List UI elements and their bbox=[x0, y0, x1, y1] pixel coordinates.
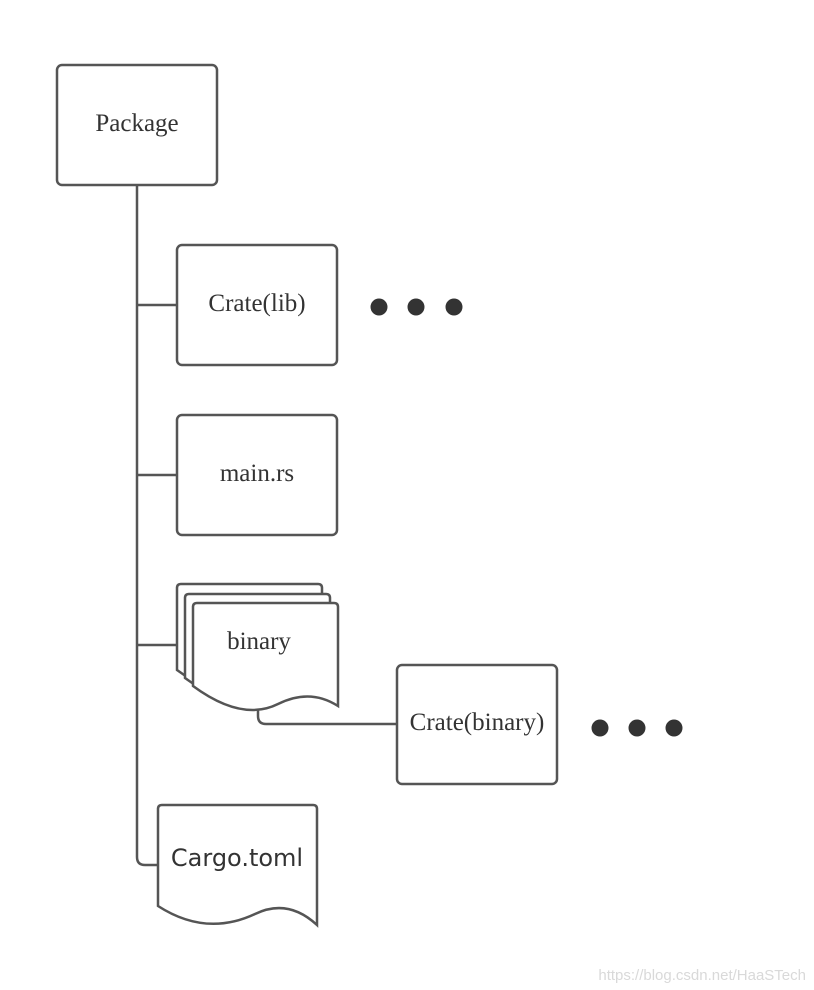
main-rs-label: main.rs bbox=[220, 460, 294, 487]
main-rs-box bbox=[175, 413, 339, 537]
crate-binary-box bbox=[395, 663, 559, 786]
ellipsis-dots-lib bbox=[370, 298, 463, 316]
dot bbox=[665, 719, 683, 737]
binary-document-stack bbox=[175, 582, 340, 712]
binary-doc-front bbox=[191, 601, 340, 712]
binary-label: binary bbox=[227, 628, 291, 655]
dot bbox=[370, 298, 388, 316]
trunk-connector bbox=[135, 185, 158, 867]
crate-binary-label: Crate(binary) bbox=[410, 709, 545, 736]
ellipsis-dots-binary bbox=[591, 719, 683, 737]
connector-binary-crate bbox=[256, 703, 397, 726]
dot bbox=[628, 719, 646, 737]
crate-lib-box bbox=[175, 243, 339, 367]
watermark-text: https://blog.csdn.net/HaaSTech bbox=[598, 967, 806, 984]
dot bbox=[407, 298, 425, 316]
package-box bbox=[55, 63, 219, 187]
dot bbox=[445, 298, 463, 316]
crate-lib-label: Crate(lib) bbox=[208, 290, 305, 317]
dot bbox=[591, 719, 609, 737]
package-label: Package bbox=[95, 110, 178, 137]
cargo-toml-document bbox=[156, 803, 319, 928]
cargo-toml-label: Cargo.toml bbox=[171, 844, 303, 872]
